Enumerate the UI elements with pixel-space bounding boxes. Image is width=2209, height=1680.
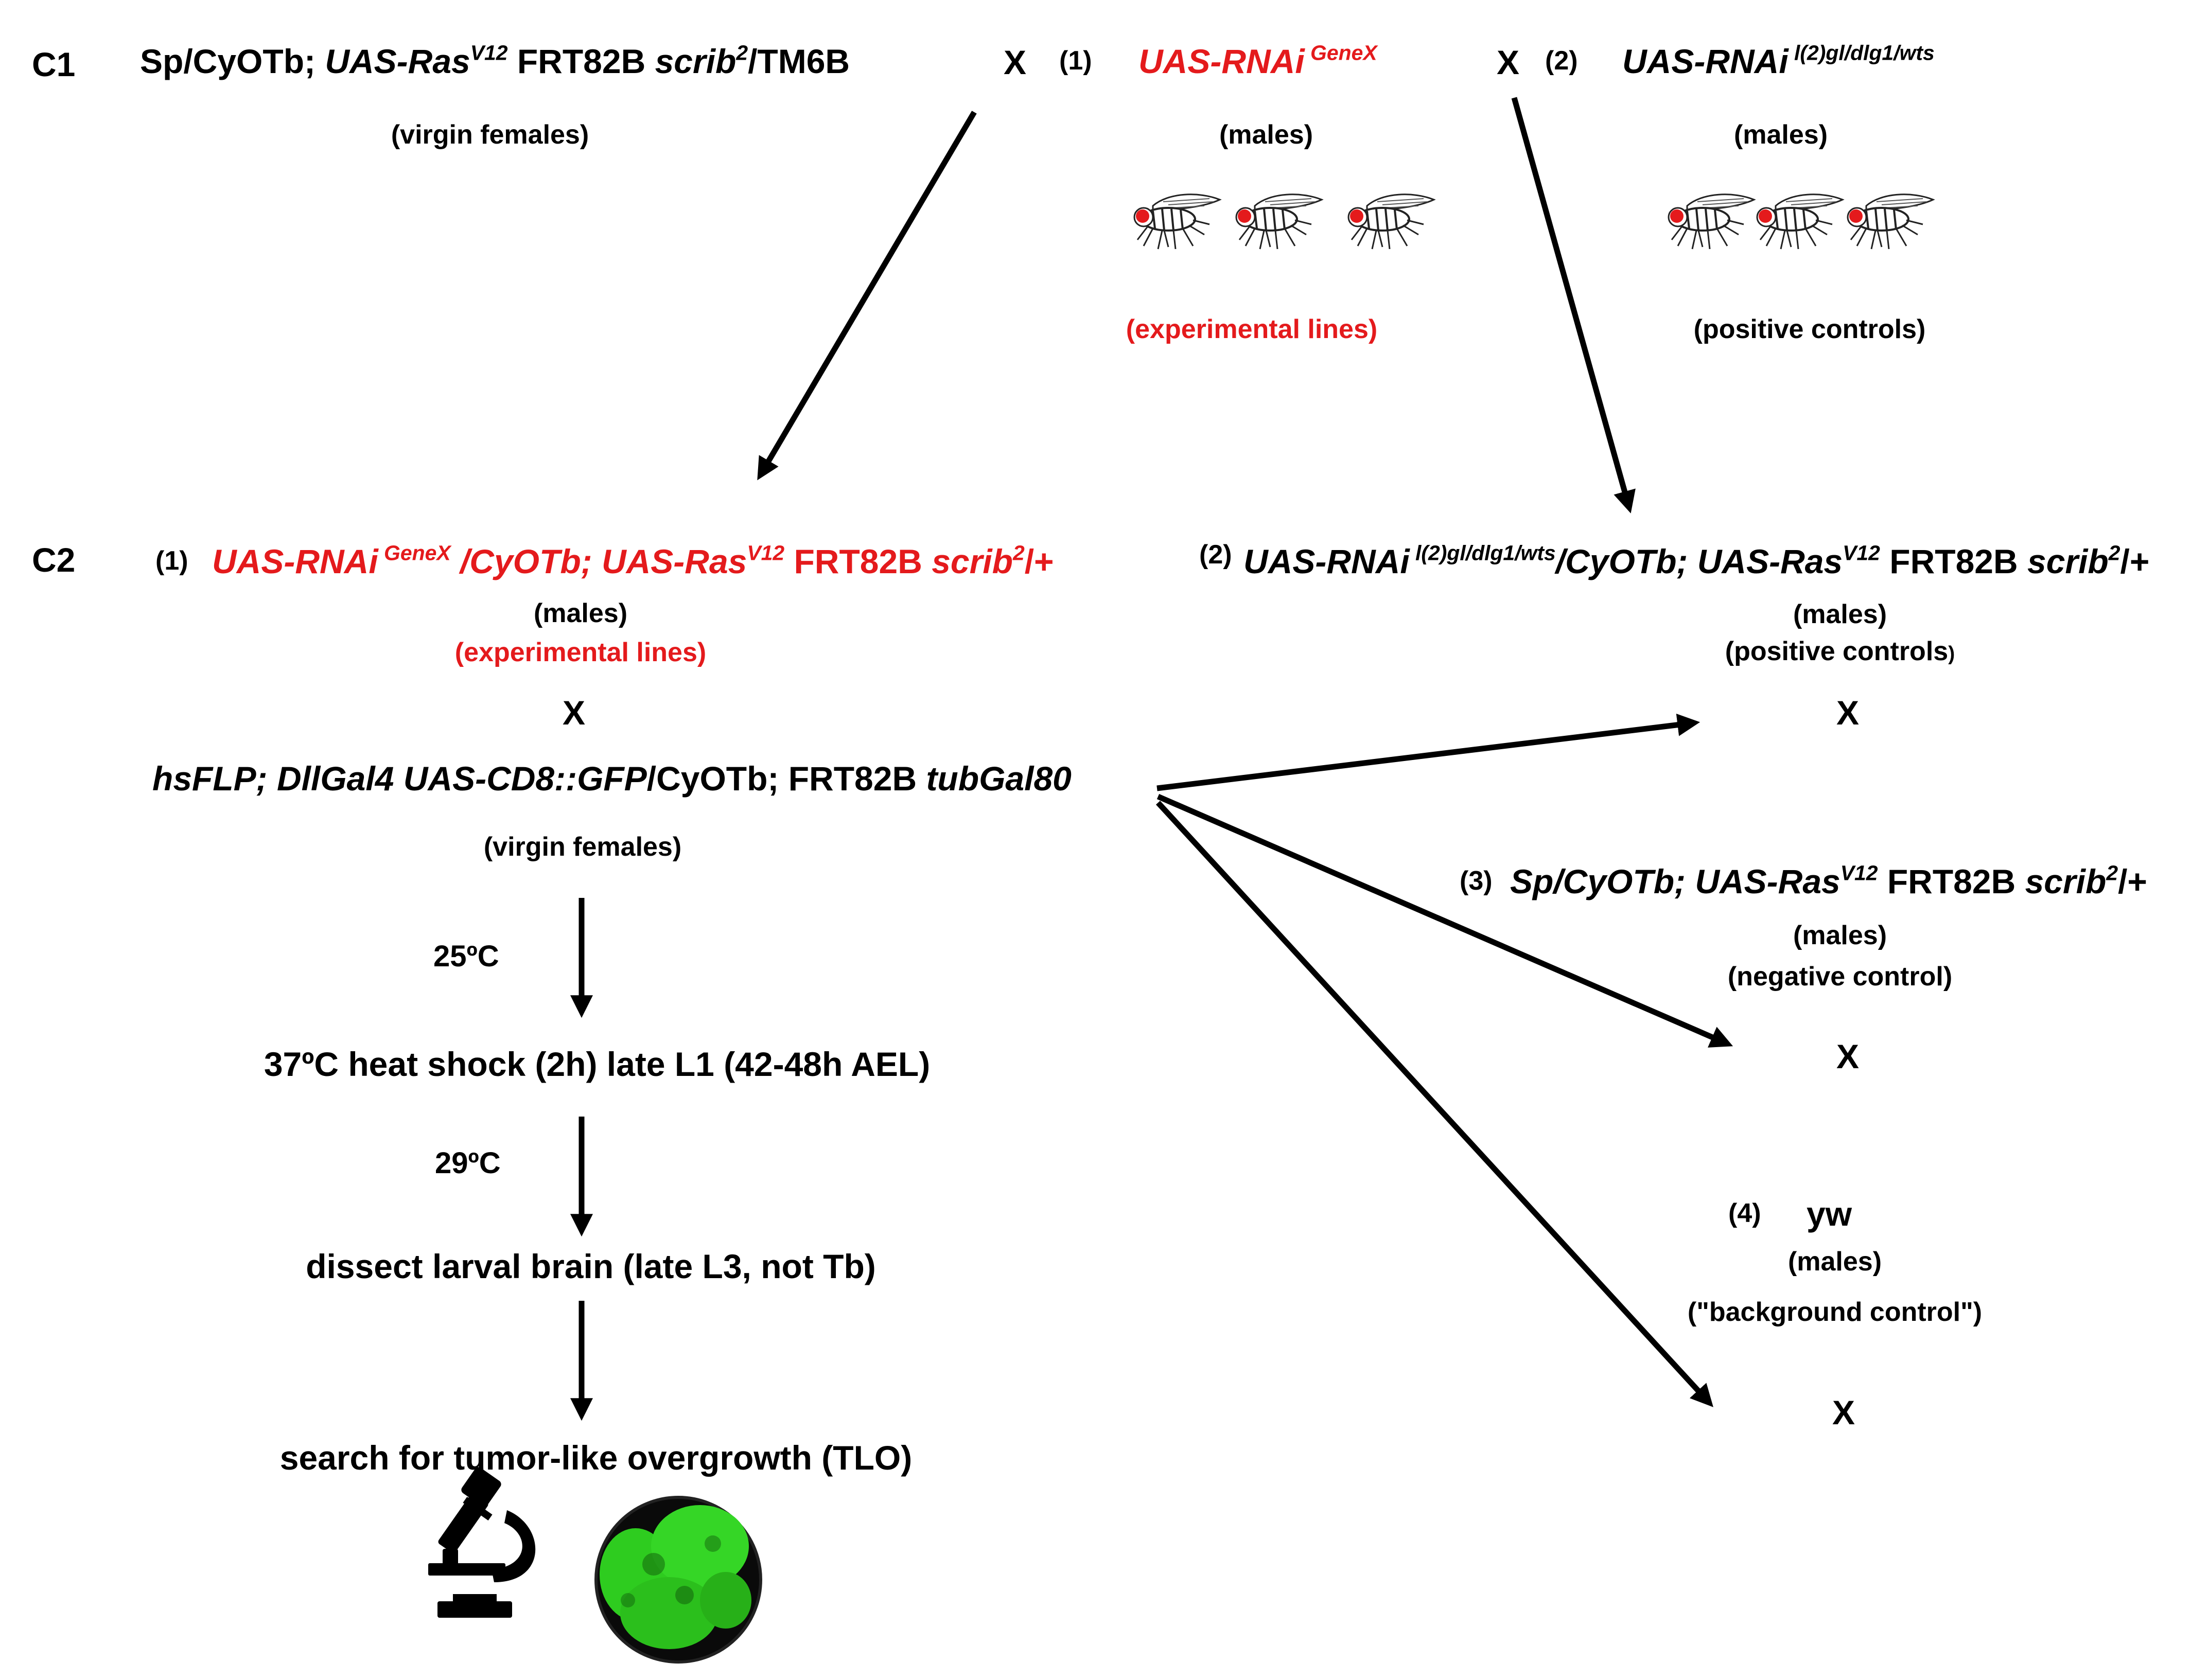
brain-tumor-image	[594, 1496, 762, 1664]
c2-pos-note: (positive controls)	[1725, 636, 1955, 666]
arrow-c1-to-c2-positive	[1511, 97, 1636, 514]
arrow-driver-to-positive	[1156, 713, 1700, 791]
c2-exp-genotype: UAS-RNAi GeneX /CyOTb; UAS-RasV12 FRT82B…	[212, 541, 1054, 580]
c2-exp-sex: (males)	[533, 598, 628, 628]
c1-exp-number: (1)	[1059, 46, 1092, 76]
flow-temp-29: 29ºC	[435, 1146, 501, 1180]
c1-cross-x: X	[1004, 43, 1027, 81]
c1-female-genotype: Sp/CyOTb; UAS-RasV12 FRT82B scrib2/TM6B	[140, 41, 850, 80]
c1-pos-sex: (males)	[1733, 120, 1828, 150]
c2-pos-number: (2)	[1199, 540, 1232, 570]
c1-exp-genotype: UAS-RNAi GeneX	[1138, 41, 1377, 80]
c2-neg-genotype: Sp/CyOTb; UAS-RasV12 FRT82B scrib2/+	[1510, 861, 2147, 900]
c1-pos-note: (positive controls)	[1693, 314, 1926, 344]
c2-driver-note: (virgin females)	[483, 832, 682, 862]
c1-pos-number: (2)	[1545, 46, 1578, 76]
arrow-c1-to-c2-experimental	[757, 111, 977, 481]
arrow-driver-to-background	[1155, 801, 1713, 1407]
c2-bg-cross-x: X	[1832, 1393, 1855, 1431]
c2-exp-note: (experimental lines)	[454, 638, 707, 667]
microscope-icon	[428, 1467, 536, 1618]
flow-heat-shock-step: 37ºC heat shock (2h) late L1 (42-48h AEL…	[264, 1045, 931, 1083]
c2-bg-genotype: yw	[1807, 1195, 1852, 1233]
c2-neg-note: (negative control)	[1727, 962, 1953, 992]
flow-temp-25: 25ºC	[433, 940, 499, 973]
c2-neg-cross-x: X	[1836, 1037, 1860, 1075]
c2-label: C2	[32, 541, 76, 579]
flow-dissect-step: dissect larval brain (late L3, not Tb)	[306, 1247, 876, 1285]
c2-bg-sex: (males)	[1787, 1247, 1882, 1277]
flow-search-step: search for tumor-like overgrowth (TLO)	[279, 1439, 913, 1477]
c2-pos-cross-x: X	[1836, 694, 1860, 732]
c2-exp-number: (1)	[155, 546, 188, 576]
c1-label: C1	[32, 45, 76, 83]
c2-pos-genotype: UAS-RNAi l(2)gl/dlg1/wts/CyOTb; UAS-RasV…	[1243, 541, 2150, 580]
c2-neg-number: (3)	[1460, 866, 1493, 896]
c2-neg-sex: (males)	[1793, 921, 1887, 950]
c1-pos-genotype: UAS-RNAi l(2)gl/dlg1/wts	[1622, 41, 1935, 80]
c1-cross-x2: X	[1497, 43, 1520, 81]
c1-female-note: (virgin females)	[391, 120, 589, 150]
arrow-driver-to-negative	[1156, 793, 1733, 1048]
c2-cross-x-left: X	[562, 694, 586, 732]
c1-exp-note: (experimental lines)	[1126, 314, 1378, 344]
c2-bg-note: ("background control")	[1687, 1297, 1983, 1327]
c1-exp-sex: (males)	[1219, 120, 1313, 150]
c2-bg-number: (4)	[1728, 1198, 1761, 1228]
c2-driver-genotype: hsFLP; DllGal4 UAS-CD8::GFP/CyOTb; FRT82…	[152, 759, 1072, 798]
c2-pos-sex: (males)	[1793, 599, 1887, 629]
